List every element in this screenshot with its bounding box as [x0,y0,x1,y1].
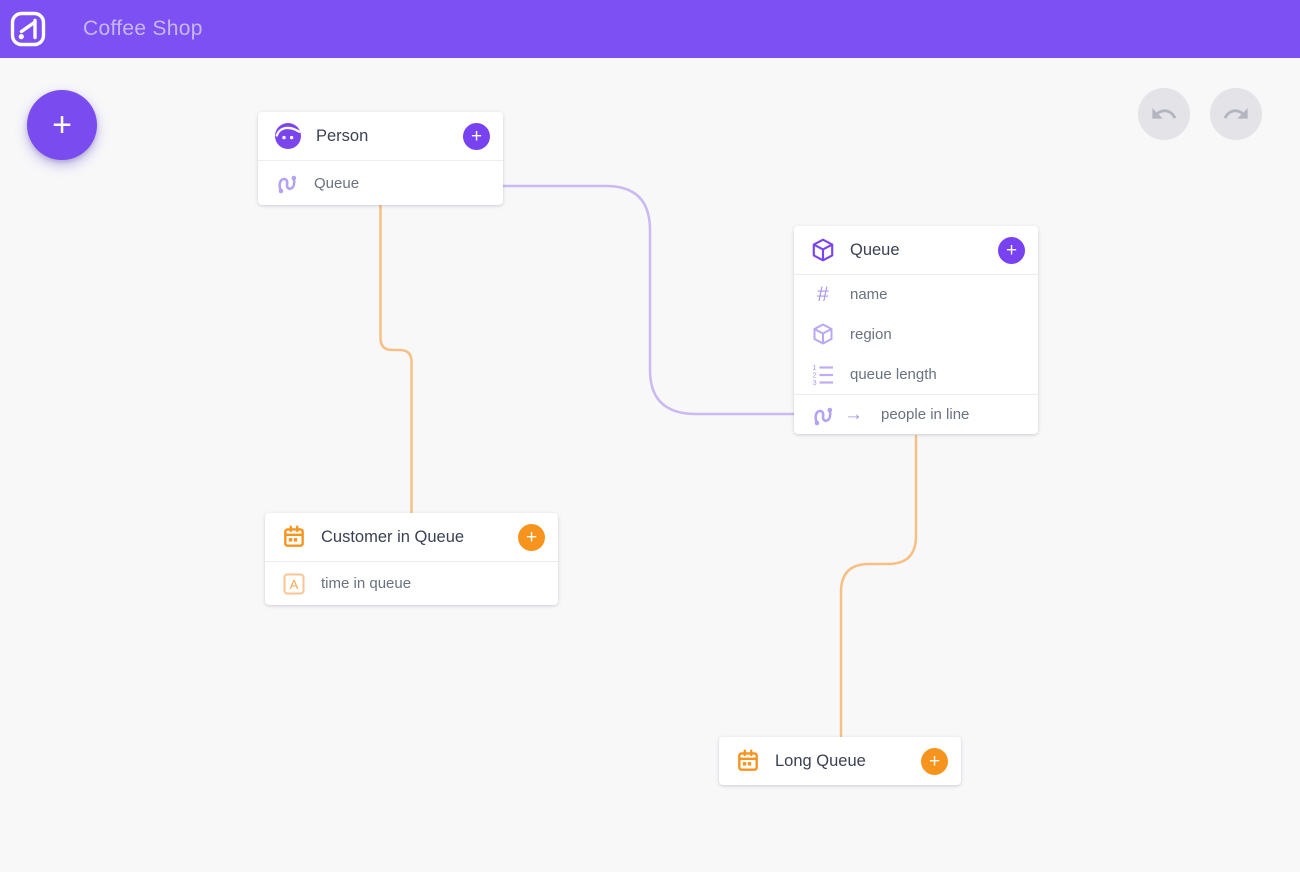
row-queue-region[interactable]: region [794,314,1038,354]
add-node-fab[interactable]: + [27,90,97,160]
row-label: queue length [850,365,937,383]
add-property-button[interactable]: + [518,523,545,551]
node-long-queue[interactable]: Long Queue + [719,737,961,785]
node-title: Customer in Queue [321,527,465,546]
path-icon [274,170,300,196]
svg-text:3: 3 [813,378,817,386]
node-customer-in-queue[interactable]: Customer in Queue + A time in queue [265,513,558,605]
plus-icon: + [525,526,538,548]
plus-icon: + [52,105,72,144]
letter-a-icon: A [281,572,307,596]
redo-arrow-icon [1223,108,1248,119]
k-logo-icon [10,11,46,47]
plus-icon: + [928,750,941,772]
node-title: Person [316,126,369,145]
row-time-in-queue[interactable]: A time in queue [265,561,558,605]
row-queue-people-in-line[interactable]: → people in line [794,394,1038,434]
ordered-list-icon: 1 2 3 [810,362,836,386]
app-logo[interactable] [9,10,47,48]
row-label: people in line [881,406,970,423]
add-property-button[interactable]: + [921,747,948,775]
svg-text:A: A [290,577,299,592]
plus-icon: + [1005,239,1018,261]
node-queue-header[interactable]: Queue + [794,226,1038,274]
add-property-button[interactable]: + [998,236,1025,264]
path-icon [810,402,836,428]
row-queue-queue-length[interactable]: 1 2 3 queue length [794,354,1038,394]
svg-text:1: 1 [813,363,817,372]
row-label: time in queue [321,575,412,592]
undo-button[interactable] [1138,88,1190,140]
calendar-icon [738,749,758,771]
row-label: Queue [314,174,360,192]
svg-text:2: 2 [813,371,817,380]
node-person-header[interactable]: Person + [258,112,503,160]
row-label: name [850,286,888,303]
row-queue-name[interactable]: # name [794,274,1038,314]
cube-icon [812,238,834,262]
diagram-canvas[interactable] [0,58,1300,872]
node-title: Queue [850,240,900,259]
node-queue[interactable]: Queue + # name region 1 2 3 queue length [794,226,1038,434]
cube-icon [810,322,836,346]
add-property-button[interactable]: + [463,122,490,150]
undo-arrow-icon [1152,108,1177,119]
node-long-queue-header[interactable]: Long Queue + [719,737,961,785]
row-person-queue[interactable]: Queue [258,160,503,205]
plus-icon: + [470,125,483,147]
relation-arrow-icon: → [844,403,863,425]
face-icon [275,123,301,149]
redo-button[interactable] [1210,88,1262,140]
top-bar: Coffee Shop [0,0,1300,58]
calendar-icon [284,525,304,547]
node-title: Long Queue [775,751,866,770]
project-title[interactable]: Coffee Shop [83,17,203,40]
row-label: region [850,325,892,343]
node-person[interactable]: Person + Queue [258,112,503,205]
hash-icon: # [817,282,829,306]
node-customer-in-queue-header[interactable]: Customer in Queue + [265,513,558,561]
